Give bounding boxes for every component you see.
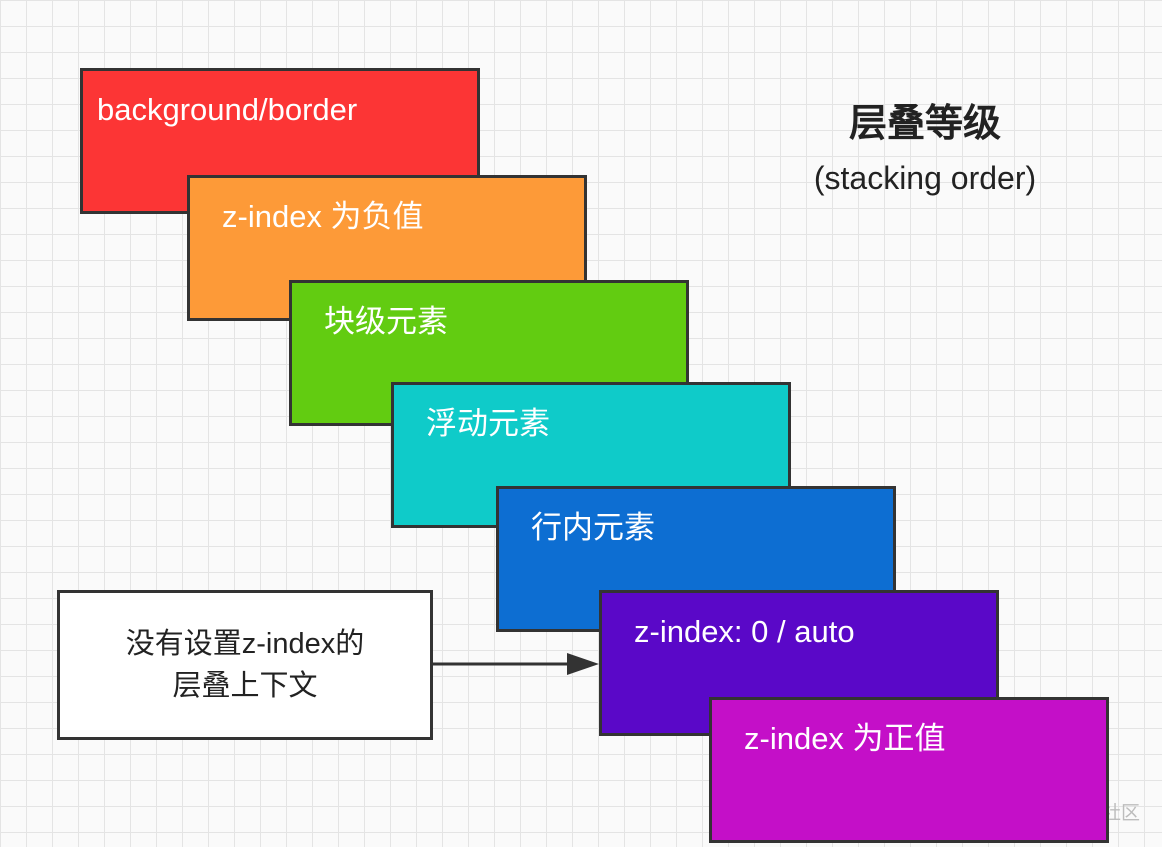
layer-label: 浮动元素 <box>426 406 550 441</box>
diagram-subtitle: (stacking order) <box>813 160 1037 196</box>
layer-label: 行内元素 <box>531 510 655 545</box>
note-box: 没有设置z-index的 层叠上下文 <box>57 590 433 740</box>
layer-z-index-positive: z-index 为正值 <box>709 697 1109 843</box>
layer-label: z-index: 0 / auto <box>634 614 855 649</box>
layer-label: z-index 为正值 <box>744 721 946 756</box>
layer-label: z-index 为负值 <box>222 199 424 234</box>
arrow-head <box>567 653 599 675</box>
diagram-title: 层叠等级 <box>848 103 1001 145</box>
note-line-1: 没有设置z-index的 <box>125 627 365 660</box>
note-line-2: 层叠上下文 <box>172 670 318 702</box>
layer-label: 块级元素 <box>324 304 448 339</box>
layer-label: background/border <box>97 92 358 127</box>
arrow-connector <box>433 653 599 675</box>
